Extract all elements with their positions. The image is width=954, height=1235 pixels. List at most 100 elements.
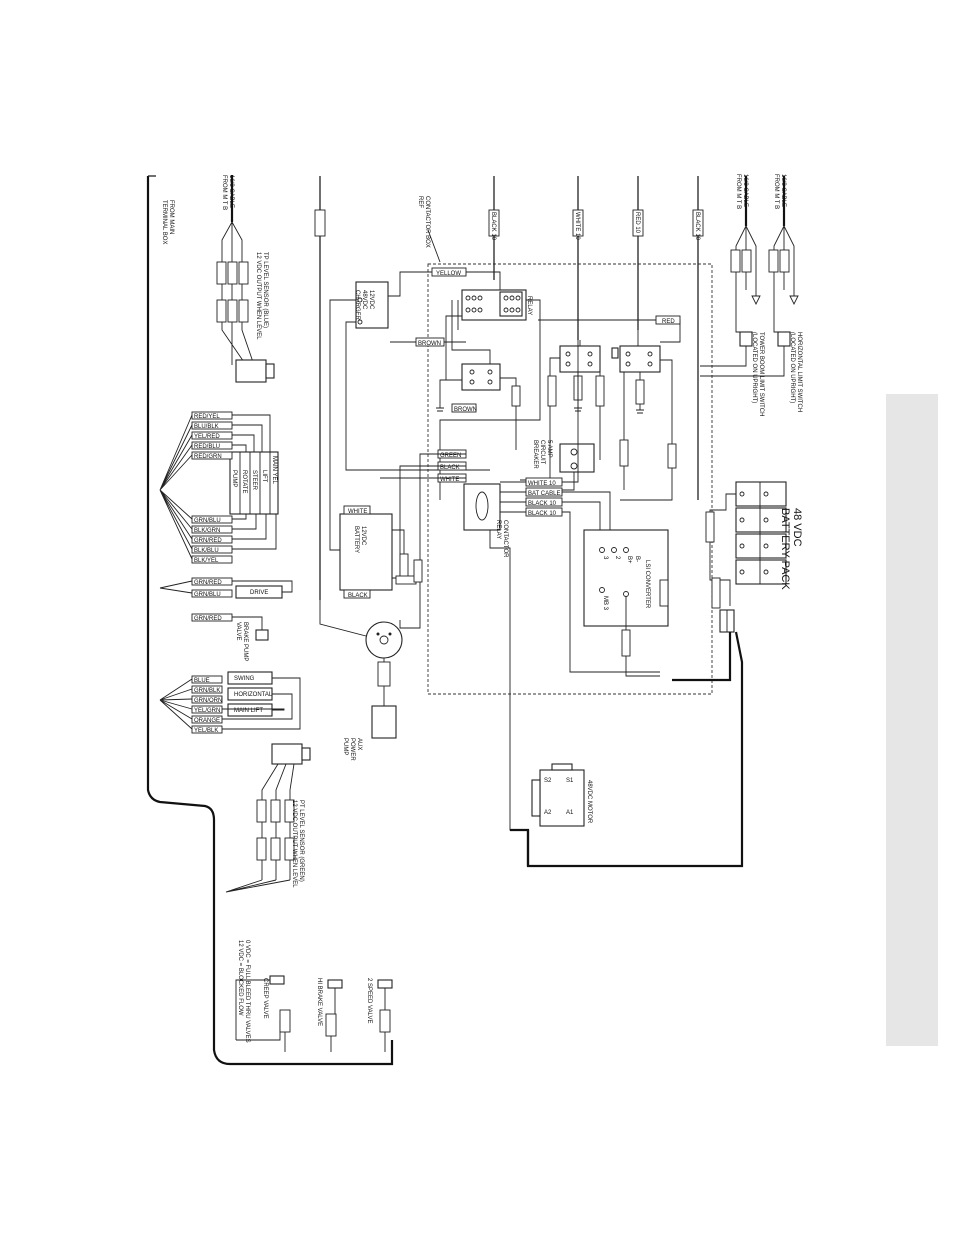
svg-text:GRN/ORN: GRN/ORN (194, 698, 222, 704)
svg-text:GREEN: GREEN (440, 453, 461, 459)
svg-text:BLK/BLU: BLK/BLU (194, 548, 219, 554)
svg-text:FROM M T B: FROM M T B (773, 174, 779, 209)
svg-text:POWER: POWER (349, 738, 355, 761)
svg-text:CIRCUIT: CIRCUIT (539, 440, 545, 465)
svg-text:RED: RED (662, 319, 675, 325)
valve-bank-lower: SWING HORIZONTAL MAIN LIFT BLUE GRN/BLK … (159, 671, 301, 734)
svg-text:BLK/YEL: BLK/YEL (194, 558, 219, 564)
svg-text:WHITE 10: WHITE 10 (528, 481, 556, 487)
svg-text:FROM MAIN: FROM MAIN (168, 200, 174, 234)
battery-pack-48v: 48 VDC BATTERY PACK (526, 481, 803, 868)
svg-text:YEL/RED: YEL/RED (194, 434, 220, 440)
drive-valve: GRN/RED GRN/BLU DRIVE (159, 577, 293, 599)
relays-right: RED (520, 315, 681, 501)
svg-text:TERMINAL BOX: TERMINAL BOX (161, 200, 167, 244)
svg-text:FROM M T B: FROM M T B (735, 174, 741, 209)
svg-text:FROM M T B: FROM M T B (221, 175, 227, 210)
svg-text:CONTACTOR BOX: CONTACTOR BOX (424, 196, 430, 248)
svg-text:TP LEVEL SENSOR (BLUE): TP LEVEL SENSOR (BLUE) (262, 252, 268, 328)
svg-text:B+: B+ (626, 556, 632, 564)
svg-text:(LOCATED ON UPRIGHT): (LOCATED ON UPRIGHT) (751, 332, 757, 403)
svg-text:48VDC: 48VDC (361, 290, 367, 310)
contactor-relay: CONTACTOR RELAY GREEN BLACK WHITE WHITE … (380, 340, 660, 831)
svg-text:LIFT: LIFT (261, 470, 267, 483)
svg-text:BLACK: BLACK (440, 465, 460, 471)
svg-text:MB 3: MB 3 (602, 596, 608, 611)
tag-yellow-left (216, 261, 227, 285)
svg-text:WHITE: WHITE (440, 477, 459, 483)
main-harness-trunk (146, 176, 394, 1066)
svg-text:A1: A1 (566, 810, 574, 816)
lsi-converter: 3 2 B+ B- MB 3 LSI CONVERTER (583, 529, 669, 677)
svg-text:YEL/GRN: YEL/GRN (194, 708, 220, 714)
svg-text:HORIZONTAL LIMIT SWITCH: HORIZONTAL LIMIT SWITCH (796, 332, 802, 412)
svg-text:SWING: SWING (234, 676, 255, 682)
svg-text:PUMP: PUMP (231, 470, 237, 487)
svg-text:MAIN YEL: MAIN YEL (271, 456, 277, 485)
bottom-valves: 0 VDC = FULL BLEED THRU VALVES 12 VDC = … (235, 940, 393, 1052)
svg-text:STEER: STEER (251, 470, 257, 491)
svg-text:BLACK 10: BLACK 10 (528, 501, 557, 507)
battery-12v: WHITE BLACK 12VDC BATTERY (339, 505, 423, 629)
svg-text:BROWN: BROWN (418, 341, 441, 347)
svg-text:RED/BLU: RED/BLU (194, 444, 220, 450)
svg-text:GRN/RED: GRN/RED (194, 538, 222, 544)
svg-text:12VDC: 12VDC (360, 526, 366, 546)
level-sensor-connector (235, 359, 267, 383)
svg-text:CONTACTOR: CONTACTOR (502, 520, 508, 558)
svg-text:12VDC: 12VDC (368, 290, 374, 310)
svg-text:12 VDC OUTPUT WHEN LEVEL: 12 VDC OUTPUT WHEN LEVEL (255, 252, 261, 340)
svg-text:CREEP VALVE: CREEP VALVE (262, 978, 268, 1019)
contactor-box-outline (427, 263, 713, 695)
svg-text:LSI CONVERTER: LSI CONVERTER (644, 560, 650, 609)
top-wires: BLACK 10 WHITE 10 RED 10 BLACK 10 (314, 176, 704, 600)
svg-text:ROTATE: ROTATE (241, 470, 247, 493)
svg-text:BLUE: BLUE (194, 678, 210, 684)
upper-color-tags: RED/YEL BLU/BLK YEL/RED RED/BLU RED/GRN … (159, 411, 277, 564)
svg-text:RED/GRN: RED/GRN (194, 454, 222, 460)
svg-text:HORIZONTAL: HORIZONTAL (234, 692, 273, 698)
svg-text:HI BRAKE VALVE: HI BRAKE VALVE (316, 978, 322, 1026)
circuit-breaker: 5 AMP CIRCUIT BREAKER (528, 440, 595, 491)
svg-text:YELLOW: YELLOW (436, 271, 461, 277)
svg-text:BLACK 10: BLACK 10 (528, 511, 557, 517)
svg-text:48VDC MOTOR: 48VDC MOTOR (586, 780, 592, 824)
pressure-sensor: PT LEVEL SENSOR (GREEN) 12 VDC OUTPUT WH… (225, 743, 311, 893)
svg-text:WHITE 10: WHITE 10 (574, 212, 580, 240)
svg-text:BRAKE PUMP: BRAKE PUMP (242, 622, 248, 661)
valve-bank-upper: PUMP ROTATE STEER LIFT MAIN YEL (229, 451, 279, 515)
svg-text:0 VDC = FULL BLEED THRU VALVES: 0 VDC = FULL BLEED THRU VALVES (244, 940, 250, 1043)
svg-text:PT LEVEL SENSOR (GREEN): PT LEVEL SENSOR (GREEN) (298, 800, 304, 882)
svg-text:5 AMP: 5 AMP (546, 440, 552, 458)
svg-text:GRN/BLU: GRN/BLU (194, 592, 221, 598)
svg-text:BLU/BLK: BLU/BLK (194, 424, 219, 430)
small-relay: BROWN (436, 363, 521, 450)
svg-text:BLK/GRN: BLK/GRN (194, 528, 220, 534)
svg-text:RELAY: RELAY (495, 520, 501, 539)
svg-text:BATTERY: BATTERY (353, 526, 359, 553)
svg-text:BAT CABLE: BAT CABLE (528, 491, 560, 497)
svg-text:S1: S1 (566, 778, 574, 784)
svg-text:GRN/BLU: GRN/BLU (194, 518, 221, 524)
section-tab (886, 394, 938, 1046)
svg-text:YEL/BLK: YEL/BLK (194, 728, 218, 734)
svg-text:GRN/RED: GRN/RED (194, 616, 222, 622)
relay: RELAY (439, 289, 541, 500)
svg-text:VALVE: VALVE (235, 622, 241, 640)
svg-text:3: 3 (602, 556, 608, 560)
svg-text:BREAKER: BREAKER (532, 440, 538, 469)
limit-switches: 16/3 CABLE FROM M T B 16/3 CABLE FROM M … (700, 174, 802, 416)
svg-text:TOWER BOOM LIMIT SWITCH: TOWER BOOM LIMIT SWITCH (758, 332, 764, 416)
svg-text:WHITE: WHITE (348, 509, 367, 515)
svg-text:BLACK: BLACK (348, 593, 368, 599)
charger: 12VDC 48VDC CHARGER YELLOW (329, 267, 501, 551)
svg-text:S2: S2 (544, 778, 552, 784)
svg-text:PUMP: PUMP (342, 738, 348, 755)
svg-text:BLACK 10: BLACK 10 (694, 212, 700, 241)
svg-text:GRN/BLK: GRN/BLK (194, 688, 220, 694)
svg-text:12 VDC OUTPUT WHEN LEVEL: 12 VDC OUTPUT WHEN LEVEL (291, 800, 297, 888)
svg-text:MAIN LIFT: MAIN LIFT (234, 708, 263, 714)
svg-text:REF: REF (417, 196, 423, 208)
